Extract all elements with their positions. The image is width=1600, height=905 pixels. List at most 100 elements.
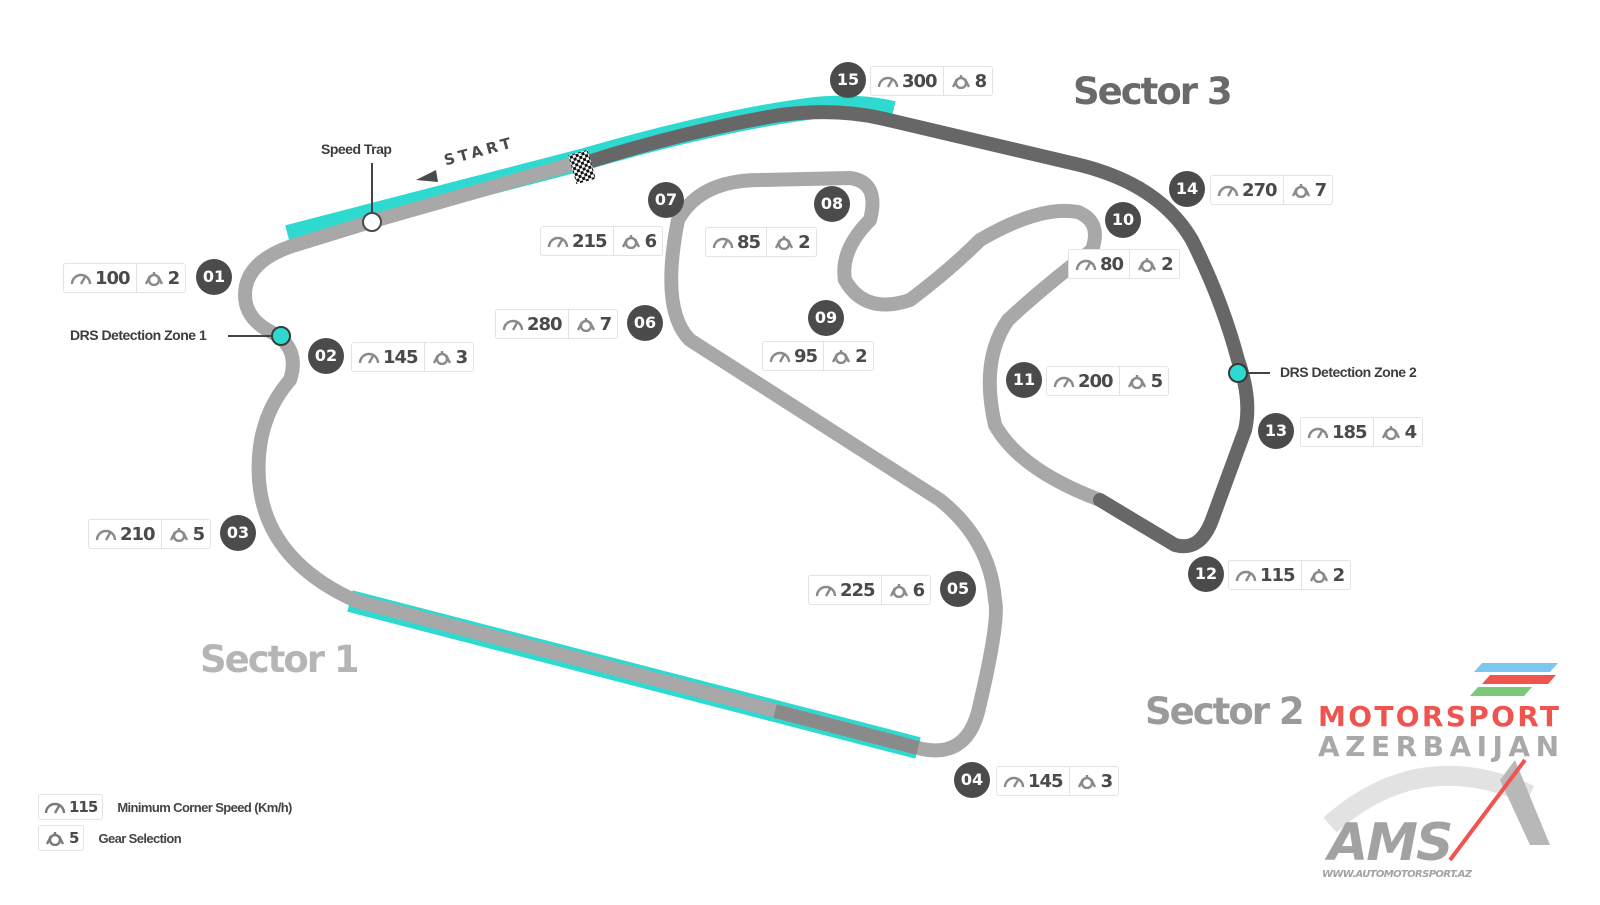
corner-gear: 8 (942, 67, 993, 95)
gear-icon (1137, 258, 1157, 272)
sector-2-label: Sector 2 (1145, 690, 1305, 733)
logo-line-2: AZERBAIJAN (1318, 730, 1558, 763)
legend-speed-box: 115 (38, 794, 104, 820)
gear-icon (432, 351, 451, 365)
gear-icon (1309, 569, 1328, 583)
gear-icon (951, 75, 970, 89)
gear-icon (45, 832, 65, 846)
speedometer-icon (1217, 185, 1239, 197)
corner-speed: 145 (997, 767, 1069, 795)
drs-detection-marker-1 (271, 326, 291, 346)
gear-icon (1291, 184, 1310, 198)
turn-05-info: 225 6 (808, 575, 932, 605)
turn-11-badge: 11 (1006, 362, 1042, 398)
track-sector-1-2 (238, 155, 1107, 758)
corner-speed-value: 200 (1078, 370, 1114, 392)
legend-speed-text: Minimum Corner Speed (Km/h) (117, 799, 292, 815)
turn-13-badge: 13 (1258, 413, 1294, 449)
corner-gear: 7 (567, 310, 618, 338)
corner-gear-value: 3 (1100, 770, 1113, 792)
turn-02-badge: 02 (308, 338, 344, 374)
logo-graphic: MOTORSPORT AZERBAIJAN AMS WWW.AUTOMOTORS… (1318, 663, 1560, 880)
corner-speed-value: 280 (527, 313, 563, 335)
corner-gear: 2 (135, 264, 186, 292)
gear-icon (831, 350, 851, 364)
corner-gear-value: 5 (192, 523, 205, 545)
turn-06-info: 280 7 (495, 309, 619, 339)
gear-icon (169, 528, 188, 542)
finish-line (568, 149, 596, 185)
turn-01-info: 100 2 (63, 263, 187, 293)
turn-05-badge: 05 (940, 571, 976, 607)
legend-gear-box: 5 (38, 825, 85, 851)
turn-03-badge: 03 (220, 515, 256, 551)
speedometer-icon (70, 273, 92, 285)
corner-speed: 215 (541, 227, 613, 255)
turn-15-badge: 15 (830, 62, 866, 98)
speed-trap-label: Speed Trap (321, 141, 392, 157)
corner-speed: 300 (871, 67, 943, 95)
corner-gear: 2 (823, 342, 873, 370)
corner-speed: 280 (496, 310, 568, 338)
turn-07-badge: 07 (648, 182, 684, 218)
corner-speed-value: 100 (95, 267, 131, 289)
drs-detection-zone-1-label: DRS Detection Zone 1 (70, 327, 207, 343)
corner-speed-value: 225 (840, 579, 876, 601)
corner-gear: 2 (1300, 561, 1351, 589)
speedometer-icon (815, 585, 837, 597)
corner-gear-value: 6 (912, 579, 925, 601)
speedometer-icon (712, 237, 734, 249)
speedometer-icon (44, 802, 66, 814)
logo-mark: AMS (1324, 813, 1451, 873)
corner-speed: 210 (89, 520, 161, 548)
gear-icon (144, 272, 163, 286)
corner-speed-value: 115 (1260, 564, 1296, 586)
corner-speed-value: 300 (902, 70, 938, 92)
gear-icon (774, 236, 794, 250)
logo-url: WWW.AUTOMOTORSPORT.AZ (1322, 869, 1473, 880)
corner-gear-value: 6 (644, 230, 657, 252)
corner-speed-value: 80 (1100, 253, 1124, 275)
gear-icon (576, 318, 595, 332)
turn-07-info: 215 6 (540, 226, 664, 256)
turn-06-badge: 06 (627, 305, 663, 341)
turn-09-badge: 09 (808, 300, 844, 336)
corner-gear-value: 7 (599, 313, 612, 335)
corner-speed-value: 145 (1028, 770, 1064, 792)
turn-03-info: 210 5 (88, 519, 212, 549)
speedometer-icon (95, 529, 117, 541)
corner-gear: 5 (1118, 367, 1169, 395)
turn-12-info: 115 2 (1228, 560, 1352, 590)
turn-12-badge: 12 (1188, 556, 1224, 592)
corner-speed: 80 (1069, 250, 1129, 278)
corner-gear-value: 4 (1404, 421, 1417, 443)
corner-gear: 6 (612, 227, 663, 255)
corner-gear-value: 2 (1332, 564, 1345, 586)
corner-gear-value: 2 (798, 231, 810, 253)
gear-icon (1127, 375, 1146, 389)
corner-gear: 6 (880, 576, 931, 604)
legend-gear: 5 Gear Selection (38, 825, 182, 851)
logo-line-1: MOTORSPORT (1318, 700, 1559, 733)
corner-gear: 5 (160, 520, 211, 548)
speedometer-icon (502, 319, 524, 331)
track-sector-3 (581, 105, 1255, 554)
motorsport-azerbaijan-logo: MOTORSPORT AZERBAIJAN AMS WWW.AUTOMOTORS… (1310, 655, 1570, 890)
corner-speed-value: 145 (383, 346, 419, 368)
gear-icon (889, 584, 908, 598)
gear-icon (1077, 775, 1096, 789)
turn-04-info: 145 3 (996, 766, 1120, 796)
drs-detection-zone-2-label: DRS Detection Zone 2 (1280, 364, 1417, 380)
corner-gear: 7 (1282, 176, 1333, 204)
speed-trap-marker (362, 212, 382, 232)
gear-icon (621, 235, 640, 249)
corner-gear-value: 2 (167, 267, 180, 289)
